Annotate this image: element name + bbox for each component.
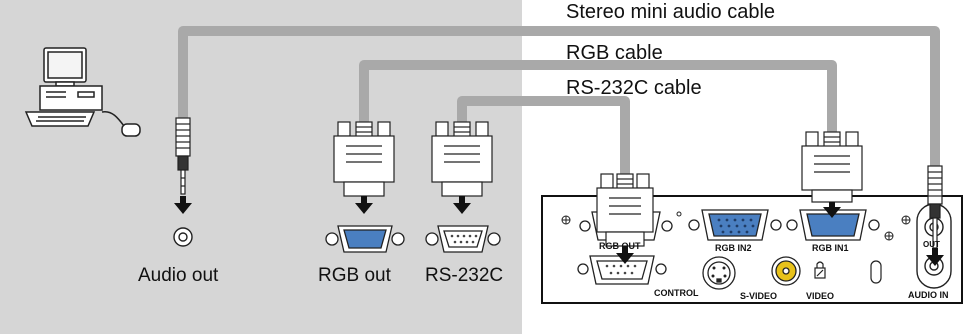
computer-icon [24,47,141,137]
computer-arrows [174,196,471,214]
computer-rs232c-port [425,225,501,253]
projector-s-video-port [702,256,736,290]
stereo-audio-cable-label: Stereo mini audio cable [566,1,776,23]
stereo-audio-cable [178,26,940,168]
rgb-out-label: RGB out [318,265,391,286]
vga-plug-rgb-computer [333,121,395,197]
security-lock-icon [814,260,882,284]
projector-rgb-out-label: RGB OUT [599,241,641,251]
projector-rgb-in2-port [688,209,782,241]
projector-video-port [771,256,801,286]
projector-control-port [577,255,667,285]
rs232c-cable [457,96,630,174]
panel-screws [561,211,911,241]
audio-plug-computer [175,117,191,195]
projector-arrows [616,202,944,266]
rs232c-label: RS-232C [425,265,504,286]
vga-plug-projector-rgb-out [596,173,654,247]
rgb-cable [359,60,837,132]
projector-video-label: VIDEO [806,291,835,301]
rs232c-cable-label: RS-232C cable [566,77,702,99]
cables [178,26,940,174]
computer-rgb-out-port [325,225,405,253]
rs232c-plug-computer [431,121,493,197]
vga-plug-projector-rgb-in1 [801,131,863,203]
projector-audio-in-label: AUDIO IN [908,290,949,300]
projector-rgb-in1-label: RGB IN1 [812,243,849,253]
projector-audio-out-label: OUT [923,240,940,249]
projector-s-video-label: S-VIDEO [740,291,778,301]
audio-out-label: Audio out [138,265,219,286]
projector-rgb-in1-port [786,209,880,241]
rgb-cable-label: RGB cable [566,42,663,64]
computer-audio-out-jack [173,227,193,247]
projector-rgb-in2-label: RGB IN2 [715,243,752,253]
projector-control-label: CONTROL [654,288,699,298]
